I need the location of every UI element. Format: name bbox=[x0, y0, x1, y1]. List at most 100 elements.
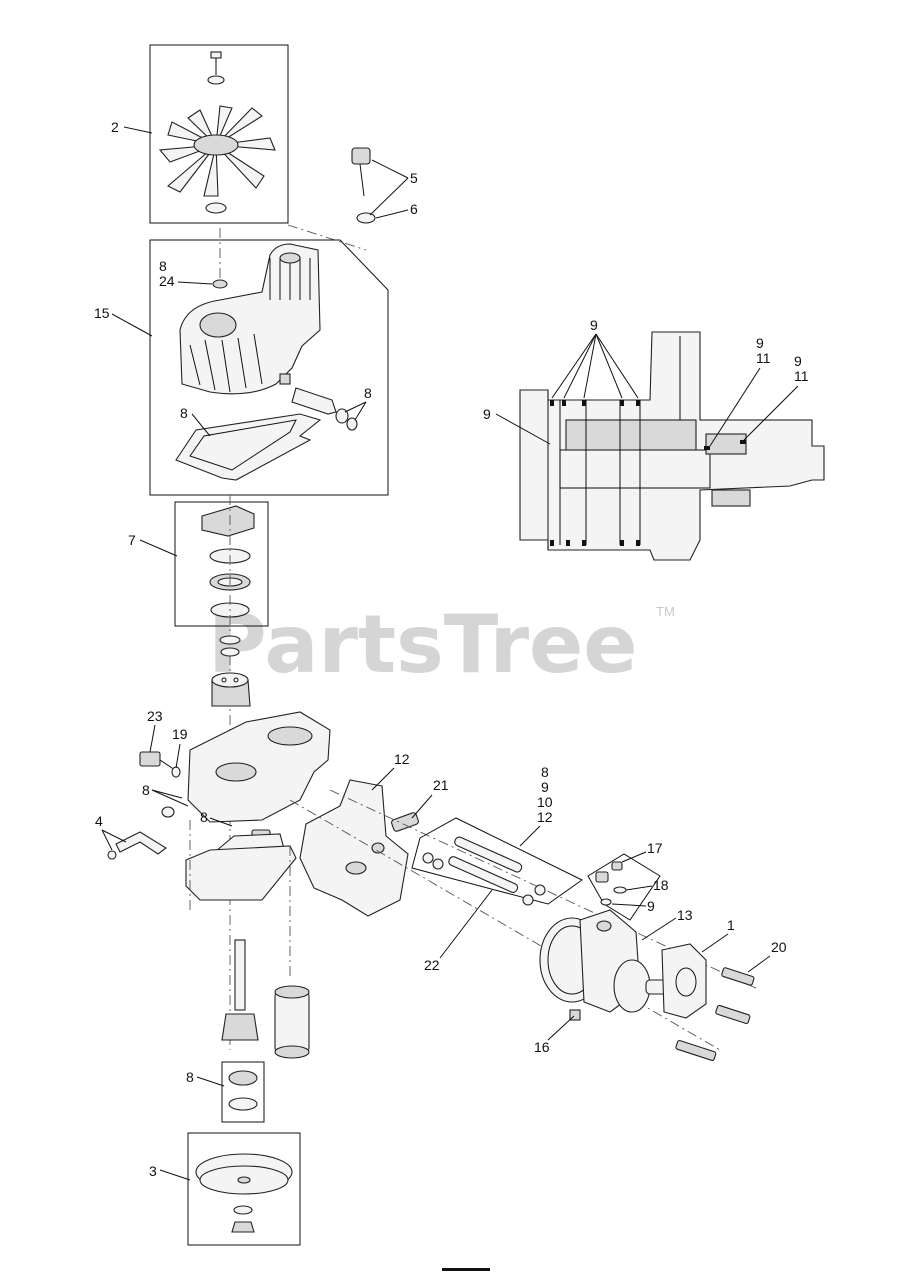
callout-22: 22 bbox=[424, 957, 440, 973]
fan-hub-icon bbox=[205, 202, 227, 214]
cross-section-group: 9 9 11 9 11 9 bbox=[483, 317, 825, 561]
watermark-text: PartsTree bbox=[208, 598, 638, 691]
seal-kit-box bbox=[411, 817, 583, 905]
pulley-nut-icon bbox=[231, 1221, 255, 1233]
bearing-stack-group: 7 bbox=[128, 501, 269, 627]
callout-1: 1 bbox=[727, 917, 735, 933]
callout-5: 5 bbox=[410, 170, 418, 186]
bolt-20-a-icon bbox=[721, 967, 755, 986]
callout-12-a: 12 bbox=[394, 751, 410, 767]
fitting-kit-box bbox=[587, 853, 661, 921]
plug-23-icon bbox=[139, 751, 161, 767]
input-shaft-icon bbox=[234, 939, 246, 1011]
callout-16: 16 bbox=[534, 1039, 550, 1055]
fan-washer-icon bbox=[207, 75, 225, 85]
callout-17: 17 bbox=[647, 840, 663, 856]
check-valve-pin-b-icon bbox=[448, 856, 519, 893]
pulley-box bbox=[187, 1132, 301, 1246]
callout-8-bearing: 8 bbox=[186, 1069, 194, 1085]
fitting-17-icon bbox=[595, 871, 609, 883]
pulley-washer-icon bbox=[233, 1205, 253, 1215]
callout-18: 18 bbox=[653, 877, 669, 893]
motor-flange-icon bbox=[613, 959, 651, 1013]
callout-6: 6 bbox=[410, 201, 418, 217]
page-marker bbox=[442, 1268, 490, 1271]
check-valve-pin-a-icon bbox=[454, 836, 523, 873]
callout-8-housing-b: 8 bbox=[200, 809, 208, 825]
callout-2: 2 bbox=[111, 119, 119, 135]
fan-assembly-box bbox=[149, 44, 289, 224]
cover-gasket-icon bbox=[175, 413, 322, 481]
motor-mount-icon bbox=[569, 1009, 581, 1021]
cap-group: 5 6 bbox=[287, 147, 418, 251]
brake-plate-icon bbox=[661, 943, 707, 1019]
callout-20: 20 bbox=[771, 939, 787, 955]
callout-9-left: 9 bbox=[483, 406, 491, 422]
callout-12-stack: 12 bbox=[537, 809, 553, 825]
shaft-filter-group bbox=[221, 939, 310, 1059]
housing-cover-box bbox=[149, 239, 389, 496]
bolt-20-b-icon bbox=[715, 1004, 751, 1025]
pump-clip-icon bbox=[219, 635, 241, 645]
shaft-gear-icon bbox=[221, 1013, 259, 1041]
watermark-trademark: TM bbox=[656, 604, 675, 619]
fan-icon bbox=[158, 105, 276, 197]
callout-8-gasket: 8 bbox=[180, 405, 188, 421]
end-housing-icon bbox=[299, 779, 409, 917]
retaining-ring-icon bbox=[228, 1097, 258, 1111]
filter-icon bbox=[274, 991, 310, 1053]
callout-7: 7 bbox=[128, 532, 136, 548]
callout-11-a: 11 bbox=[756, 350, 771, 366]
callout-8-cover: 8 bbox=[364, 385, 372, 401]
swash-block-icon bbox=[201, 505, 255, 537]
fan-assembly-group: 2 bbox=[111, 44, 289, 224]
callout-8-housing-a: 8 bbox=[142, 782, 150, 798]
shaft-bearing-icon bbox=[228, 1070, 258, 1086]
fitting-washer-18-icon bbox=[613, 886, 627, 894]
pulley-group: 3 bbox=[149, 1132, 301, 1246]
bypass-lever-icon bbox=[291, 387, 337, 415]
callout-13: 13 bbox=[677, 907, 693, 923]
shaft-bearing-group: 8 bbox=[186, 1061, 265, 1123]
control-arm-icon bbox=[115, 831, 167, 855]
fitting-kit-group: 17 18 9 bbox=[587, 840, 669, 921]
fan-bolt-icon bbox=[210, 51, 222, 59]
callout-11-b: 11 bbox=[794, 368, 809, 384]
shaft-bearing-box bbox=[221, 1061, 265, 1123]
lever-seal-icon bbox=[335, 408, 349, 424]
callout-21: 21 bbox=[433, 777, 449, 793]
pump-cylinder-group bbox=[211, 495, 251, 1050]
center-housing-icon bbox=[187, 711, 331, 823]
seal-marks bbox=[550, 400, 746, 546]
pump-base-plate-icon bbox=[185, 845, 297, 901]
callout-9-right-b: 9 bbox=[794, 353, 802, 369]
bolt-21-icon bbox=[391, 812, 419, 832]
center-housing-group: 23 19 8 8 4 bbox=[95, 708, 331, 980]
callout-23: 23 bbox=[147, 708, 163, 724]
callout-10-stack: 10 bbox=[537, 794, 553, 810]
callout-9-top: 9 bbox=[590, 317, 598, 333]
bolt-20-c-icon bbox=[675, 1039, 717, 1061]
oring-19-icon bbox=[171, 766, 181, 778]
arm-seal-icon bbox=[161, 806, 175, 818]
lever-block-icon bbox=[279, 373, 291, 385]
callout-8-stack: 8 bbox=[541, 764, 549, 780]
callout-24: 24 bbox=[159, 273, 175, 289]
callout-8-top: 8 bbox=[159, 258, 167, 274]
callout-4: 4 bbox=[95, 813, 103, 829]
seal-kit-group: 8 9 10 12 22 bbox=[411, 764, 583, 973]
cap-oring-icon bbox=[356, 212, 376, 224]
callout-9-kit: 9 bbox=[647, 898, 655, 914]
callout-15: 15 bbox=[94, 305, 110, 321]
lever-washer-icon bbox=[346, 417, 358, 431]
fitting-oring-9-icon bbox=[600, 898, 612, 906]
fill-cap-icon bbox=[351, 147, 371, 165]
bearing-stack-box bbox=[174, 501, 269, 627]
housing-cover-icon bbox=[179, 243, 321, 395]
housing-cover-group: 8 24 15 8 8 bbox=[94, 228, 389, 496]
callout-3: 3 bbox=[149, 1163, 157, 1179]
callout-19: 19 bbox=[172, 726, 188, 742]
cover-nut-icon bbox=[212, 279, 228, 289]
wheel-motor-group: 13 1 20 16 bbox=[534, 907, 787, 1061]
